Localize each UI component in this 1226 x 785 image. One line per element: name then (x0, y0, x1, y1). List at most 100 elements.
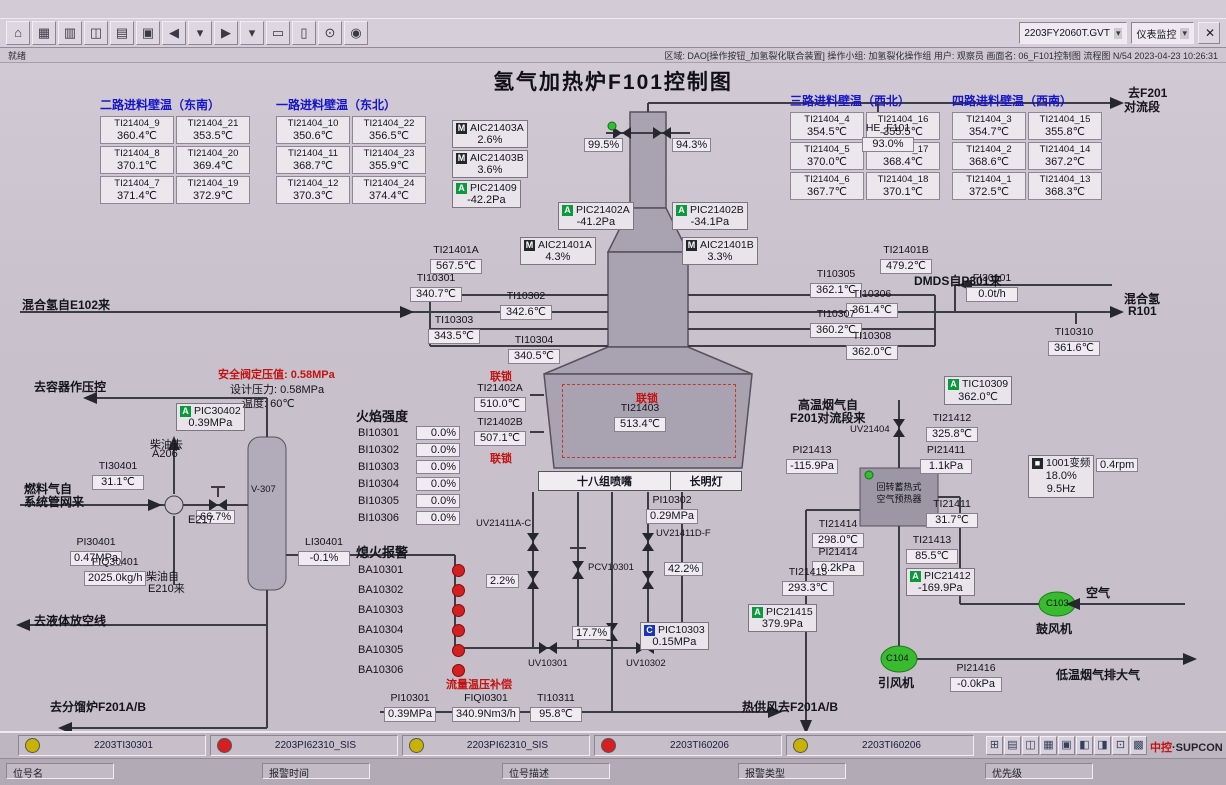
instrument-LI30401[interactable]: LI30401-0.1% (298, 536, 350, 566)
toolbar-button[interactable]: ▭ (266, 21, 290, 45)
taskbar-button[interactable]: ▦ (1040, 736, 1057, 755)
toolbar-button[interactable]: ⊙ (318, 21, 342, 45)
alarm-entry[interactable]: 2203TI30301 (18, 735, 206, 756)
alarm-entry[interactable]: 2203TI60206 (786, 735, 974, 756)
alarm-entry[interactable]: 2203PI62310_SIS (210, 735, 398, 756)
toolbar-button[interactable]: ▥ (58, 21, 82, 45)
readout-vfd-rpm[interactable]: 0.4rpm (1096, 458, 1139, 472)
instrument-PI21416[interactable]: PI21416-0.0kPa (950, 662, 1002, 692)
taskbar-button[interactable]: ⊞ (986, 736, 1003, 755)
taskbar-button[interactable]: ▤ (1004, 736, 1021, 755)
flameout-row[interactable]: BA10302 (358, 580, 465, 600)
readout-uv21411ac[interactable]: 2.2% (486, 574, 520, 588)
readout-damper-b[interactable]: 94.3% (672, 138, 712, 152)
view-mode-combo[interactable]: 仪表监控 ▾ (1131, 22, 1194, 44)
flameout-row[interactable]: BA10304 (358, 620, 465, 640)
taskbar-button[interactable]: ◫ (1022, 736, 1039, 755)
toolbar-button[interactable]: ▾ (188, 21, 212, 45)
toolbar-button[interactable]: ◫ (84, 21, 108, 45)
flameout-row[interactable]: BA10303 (358, 600, 465, 620)
readout-uv21411df[interactable]: 42.2% (664, 562, 704, 576)
toolbar-button[interactable]: ▦ (32, 21, 56, 45)
close-button[interactable]: ✕ (1198, 22, 1220, 44)
flameout-row[interactable]: BA10301 (358, 560, 465, 580)
readout-pcv10301[interactable]: 17.7% (572, 626, 612, 640)
taskbar-button[interactable]: ▣ (1058, 736, 1075, 755)
alarm-entry[interactable]: 2203PI62310_SIS (402, 735, 590, 756)
toolbar-button[interactable]: ▤ (110, 21, 134, 45)
taskbar-button[interactable]: ⊡ (1112, 736, 1129, 755)
toolbar-button[interactable]: ◉ (344, 21, 368, 45)
screen-file-combo[interactable]: 2203FY2060T.GVT ▾ (1019, 22, 1128, 44)
toolbar-button[interactable]: ⌂ (6, 21, 30, 45)
toolbar-button[interactable]: ▯ (292, 21, 316, 45)
chevron-down-icon[interactable]: ▾ (1113, 27, 1123, 39)
taskbar-button[interactable]: ◨ (1094, 736, 1111, 755)
toolbar-button[interactable]: ◀ (162, 21, 186, 45)
flameout-row[interactable]: BA10306 (358, 660, 465, 680)
flameout-row[interactable]: BA10305 (358, 640, 465, 660)
alarm-entry[interactable]: 2203TI60206 (594, 735, 782, 756)
taskbar-button[interactable]: ▩ (1130, 736, 1147, 755)
